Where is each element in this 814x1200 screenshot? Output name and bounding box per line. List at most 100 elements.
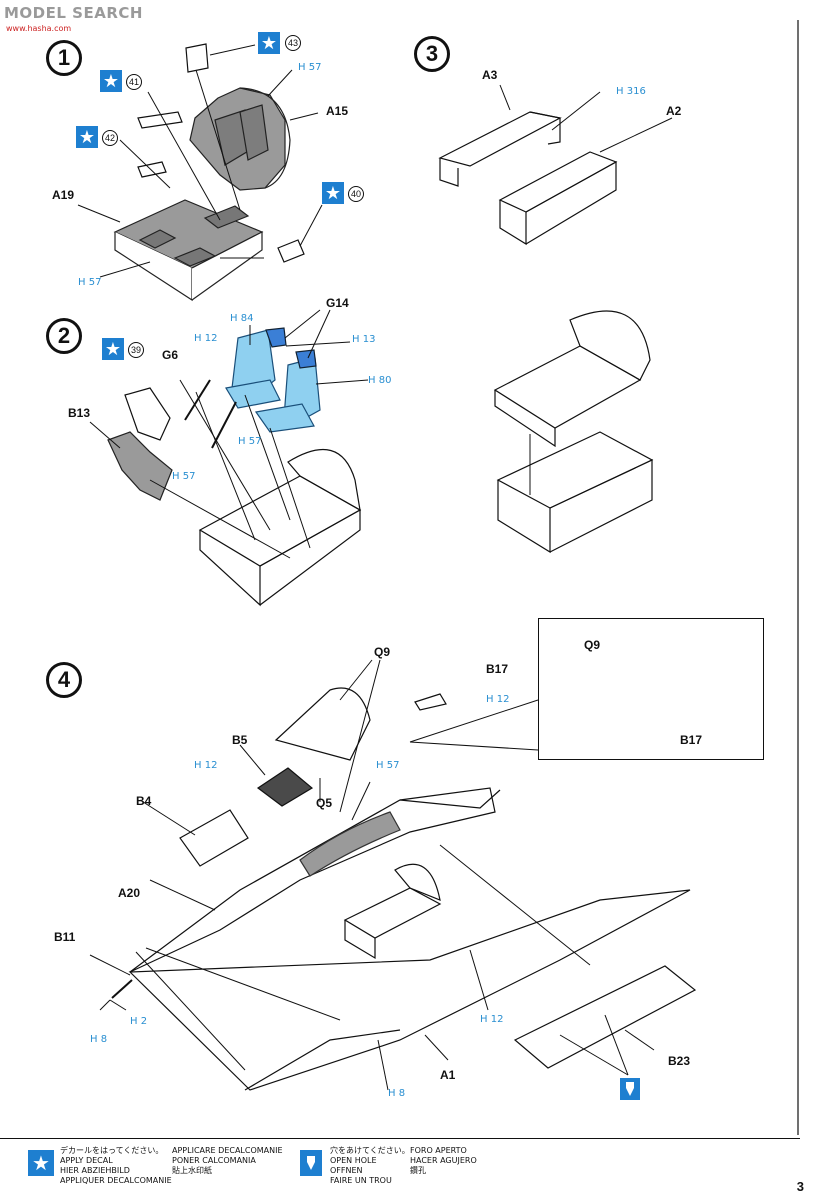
step-number-1: 1 — [46, 40, 82, 76]
color-callout: H 13 — [352, 334, 375, 345]
legend-hole-es: HACER AGUJERO — [410, 1156, 477, 1165]
color-callout: H 12 — [194, 333, 217, 344]
color-callout: H 12 — [194, 760, 217, 771]
color-callout: H 57 — [238, 436, 261, 447]
color-callout: H 80 — [368, 375, 391, 386]
color-prefix: H — [230, 313, 238, 324]
part-label-a19: A19 — [52, 188, 75, 202]
part-label-a20: A20 — [118, 886, 141, 900]
legend-hole-jp: 穴をあけてください。 — [330, 1146, 410, 1155]
color-prefix: H — [130, 1016, 138, 1027]
legend-decal-jp: デカールをはってください。 — [60, 1146, 164, 1155]
legend-hole-zh: 鑽孔 — [410, 1166, 426, 1175]
drill-hole-icon — [300, 1150, 322, 1176]
watermark: MODEL SEARCH — [4, 4, 143, 22]
part-label-b17: B17 — [486, 662, 509, 676]
star-decal-icon: ★ — [100, 70, 122, 92]
legend-decal-es: PONER CALCOMANIA — [172, 1156, 256, 1165]
decal-number: 41 — [126, 74, 142, 90]
color-prefix: H — [616, 86, 624, 97]
color-code: 8 — [398, 1088, 406, 1099]
step-number-3: 3 — [414, 36, 450, 72]
legend-hole-en: OPEN HOLE — [330, 1156, 377, 1165]
decal-number: 43 — [285, 35, 301, 51]
color-code: 2 — [140, 1016, 148, 1027]
color-code: 8 — [100, 1034, 108, 1045]
color-code: 80 — [378, 375, 392, 386]
star-decal-icon: ★ — [28, 1150, 54, 1176]
decal-number: 42 — [102, 130, 118, 146]
color-callout: H 57 — [376, 760, 399, 771]
part-label-a2: A2 — [666, 104, 682, 118]
color-callout: H 8 — [90, 1034, 107, 1045]
part-label-b13: B13 — [68, 406, 91, 420]
legend-decal-2: APPLICARE DECALCOMANIE PONER CALCOMANIA … — [172, 1146, 283, 1176]
color-code: 57 — [248, 436, 262, 447]
part-label-g14: G14 — [326, 296, 349, 310]
watermark-url: www.hasha.com — [6, 24, 72, 33]
drill-hole-icon — [620, 1078, 640, 1100]
part-label-b23: B23 — [668, 1054, 691, 1068]
legend-decal-it: APPLICARE DECALCOMANIE — [172, 1146, 283, 1155]
color-prefix: H — [352, 334, 360, 345]
color-prefix: H — [194, 333, 202, 344]
star-decal-icon: ★ — [322, 182, 344, 204]
color-prefix: H — [78, 277, 86, 288]
color-callout: H 12 — [480, 1014, 503, 1025]
part-label-b5: B5 — [232, 733, 248, 747]
decal-number: 40 — [348, 186, 364, 202]
color-code: 13 — [362, 334, 376, 345]
part-label-q5: Q5 — [316, 796, 333, 810]
detail-inset — [538, 618, 764, 760]
color-prefix: H — [238, 436, 246, 447]
color-code: 12 — [204, 760, 218, 771]
color-code: 57 — [182, 471, 196, 482]
part-label-q9-inset: Q9 — [584, 638, 601, 652]
legend-hole-2: FORO APERTO HACER AGUJERO 鑽孔 — [410, 1146, 477, 1176]
color-prefix: H — [480, 1014, 488, 1025]
color-prefix: H — [194, 760, 202, 771]
color-prefix: H — [298, 62, 306, 73]
legend-hole-fr: FAIRE UN TROU — [330, 1176, 392, 1185]
part-label-b11: B11 — [54, 930, 76, 944]
color-code: 57 — [88, 277, 102, 288]
part-label-g6: G6 — [162, 348, 179, 362]
color-callout: H 57 — [172, 471, 195, 482]
legend-decal-en: APPLY DECAL — [60, 1156, 113, 1165]
color-prefix: H — [388, 1088, 396, 1099]
color-prefix: H — [90, 1034, 98, 1045]
legend-decal: デカールをはってください。 APPLY DECAL HIER ABZIEHBIL… — [60, 1146, 172, 1186]
legend-divider — [0, 1138, 800, 1139]
page-number: 3 — [796, 1179, 804, 1194]
color-code: 57 — [386, 760, 400, 771]
color-code: 12 — [204, 333, 218, 344]
color-code: 12 — [496, 694, 510, 705]
color-callout: H 316 — [616, 86, 646, 97]
star-decal-icon: ★ — [76, 126, 98, 148]
legend-decal-de: HIER ABZIEHBILD — [60, 1166, 130, 1175]
legend-decal-fr: APPLIQUER DECALCOMANIE — [60, 1176, 172, 1185]
part-label-a15: A15 — [326, 104, 349, 118]
color-prefix: H — [368, 375, 376, 386]
part-label-a1: A1 — [440, 1068, 456, 1082]
part-label-b17-inset: B17 — [680, 733, 703, 747]
decal-number: 39 — [128, 342, 144, 358]
color-prefix: H — [486, 694, 494, 705]
color-callout: H 12 — [486, 694, 509, 705]
step-number-4: 4 — [46, 662, 82, 698]
legend-decal-zh: 貼上水印紙 — [172, 1166, 212, 1175]
part-label-q9: Q9 — [374, 645, 391, 659]
color-code: 316 — [626, 86, 646, 97]
star-decal-icon: ★ — [258, 32, 280, 54]
legend-hole-it: FORO APERTO — [410, 1146, 467, 1155]
step-number-2: 2 — [46, 318, 82, 354]
color-callout: H 57 — [78, 277, 101, 288]
part-label-a3: A3 — [482, 68, 498, 82]
color-callout: H 8 — [388, 1088, 405, 1099]
star-decal-icon: ★ — [102, 338, 124, 360]
color-callout: H 2 — [130, 1016, 147, 1027]
color-prefix: H — [376, 760, 384, 771]
color-code: 12 — [490, 1014, 504, 1025]
color-code: 84 — [240, 313, 254, 324]
